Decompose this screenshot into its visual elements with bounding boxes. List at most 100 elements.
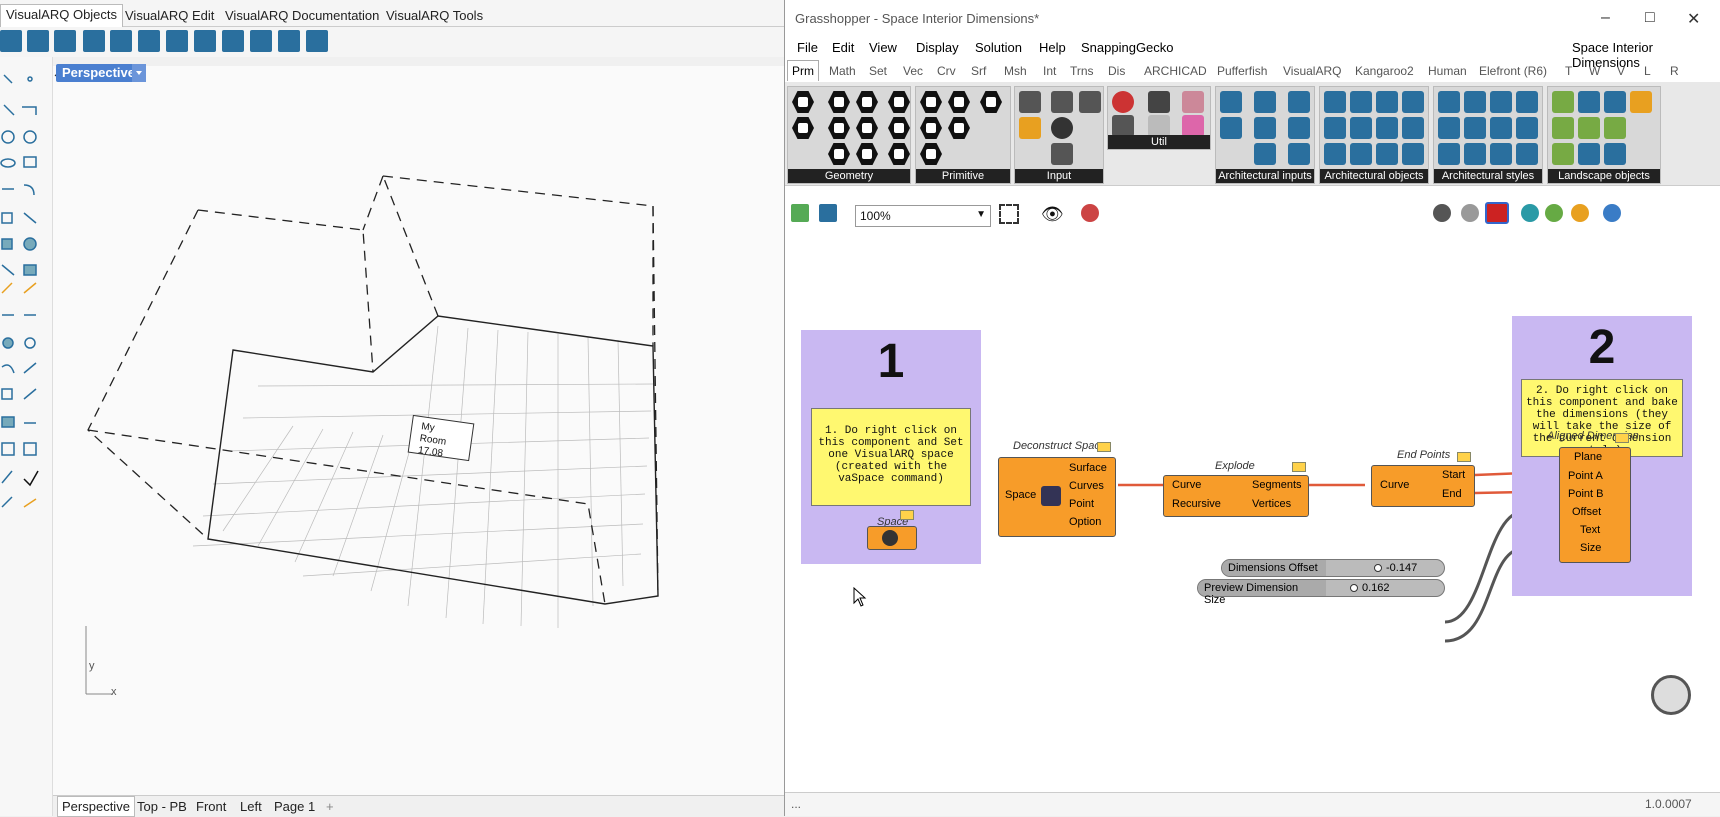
curve-param-icon[interactable]: [856, 91, 878, 113]
text-param-icon[interactable]: [948, 117, 970, 139]
tab-vec[interactable]: Vec: [903, 64, 924, 78]
landscape-i-icon[interactable]: [1578, 143, 1600, 165]
tab-crv[interactable]: Crv: [937, 64, 956, 78]
cherry-icon[interactable]: [1112, 91, 1134, 113]
room-tag[interactable]: My Room 17.08: [407, 414, 475, 462]
curtain-wall-icon[interactable]: [27, 30, 49, 52]
explode-component[interactable]: Curve Recursive Segments Vertices: [1163, 475, 1309, 517]
aligned-dimension-component[interactable]: Plane Point A Point B Offset Text Size: [1559, 447, 1631, 563]
tab-w[interactable]: W: [1589, 64, 1601, 78]
shaded-icon[interactable]: [1521, 204, 1539, 222]
furniture-icon[interactable]: [278, 30, 300, 52]
preview-mode-icon[interactable]: [1433, 204, 1451, 222]
tab-page-1[interactable]: Page 1: [274, 799, 316, 814]
space-param[interactable]: [867, 526, 917, 550]
menu-solution[interactable]: Solution: [975, 40, 1022, 55]
landscape-e-icon[interactable]: [1552, 117, 1574, 139]
tab-visualarq-tools[interactable]: VisualARQ Tools: [386, 8, 484, 23]
landscape-h-icon[interactable]: [1552, 143, 1574, 165]
colour-icon[interactable]: [1182, 91, 1204, 113]
rhino-perspective-viewport[interactable]: My Room 17.08 y x: [53, 66, 785, 796]
space-icon[interactable]: [250, 30, 272, 52]
slider-preview-dimension-size-grip[interactable]: [1350, 584, 1358, 592]
arch-input-b-icon[interactable]: [1254, 91, 1276, 113]
tab-visualarq-edit[interactable]: VisualARQ Edit: [125, 8, 215, 23]
flask-icon[interactable]: [1182, 115, 1204, 137]
instruction-note-1[interactable]: 1. Do right click on this component and …: [811, 408, 971, 506]
arch-style-f-icon[interactable]: [1464, 117, 1486, 139]
integer-param-icon[interactable]: [980, 91, 1002, 113]
arch-style-a-icon[interactable]: [1438, 91, 1460, 113]
arch-obj-f-icon[interactable]: [1350, 117, 1372, 139]
close-icon[interactable]: ✕: [1687, 11, 1701, 28]
arch-obj-k-icon[interactable]: [1376, 143, 1398, 165]
column-icon[interactable]: [110, 30, 132, 52]
arch-style-d-icon[interactable]: [1516, 91, 1538, 113]
arch-style-e-icon[interactable]: [1438, 117, 1460, 139]
arch-style-l-icon[interactable]: [1516, 143, 1538, 165]
menu-view[interactable]: View: [869, 40, 897, 55]
tab-perspective[interactable]: Perspective: [57, 796, 135, 817]
button-input-icon[interactable]: [1051, 117, 1073, 139]
tab-left[interactable]: Left: [240, 799, 262, 814]
arch-input-c-icon[interactable]: [1288, 91, 1310, 113]
tab-int[interactable]: Int: [1043, 64, 1057, 78]
landscape-f-icon[interactable]: [1578, 117, 1600, 139]
field-param-icon[interactable]: [888, 143, 910, 165]
arch-obj-g-icon[interactable]: [1376, 117, 1398, 139]
arch-style-h-icon[interactable]: [1516, 117, 1538, 139]
beam-icon[interactable]: [83, 30, 105, 52]
circle-param-icon[interactable]: [828, 91, 850, 113]
mesh-settings-icon[interactable]: [1545, 204, 1563, 222]
geometry-param-icon[interactable]: [792, 91, 814, 113]
tab-top-pb[interactable]: Top - PB: [137, 799, 187, 814]
tab-srf[interactable]: Srf: [971, 64, 987, 78]
arch-input-e-icon[interactable]: [1254, 117, 1276, 139]
selected-preview-icon[interactable]: [1485, 202, 1509, 224]
tab-math[interactable]: Math: [829, 64, 856, 78]
add-tab-button[interactable]: +: [326, 799, 334, 814]
menu-display[interactable]: Display: [916, 40, 959, 55]
element-icon[interactable]: [306, 30, 328, 52]
list-input-icon[interactable]: [1079, 91, 1101, 113]
arch-obj-d-icon[interactable]: [1402, 91, 1424, 113]
tab-archicad[interactable]: ARCHICAD: [1144, 64, 1207, 78]
arch-input-g-icon[interactable]: [1254, 143, 1276, 165]
sketch-icon[interactable]: [1081, 204, 1099, 222]
decimal-param-icon[interactable]: [920, 143, 942, 165]
window-icon[interactable]: [138, 30, 160, 52]
material-icon[interactable]: [1571, 204, 1589, 222]
boolean-param-icon[interactable]: [920, 91, 942, 113]
tab-visualarq-documentation[interactable]: VisualARQ Documentation: [225, 8, 380, 23]
viewport-title[interactable]: Perspective: [56, 64, 141, 82]
tab-front[interactable]: Front: [196, 799, 227, 814]
menu-edit[interactable]: Edit: [832, 40, 855, 55]
arch-obj-i-icon[interactable]: [1324, 143, 1346, 165]
viewport-menu-button[interactable]: [132, 64, 146, 82]
landscape-j-icon[interactable]: [1604, 143, 1626, 165]
arch-input-a-icon[interactable]: [1220, 91, 1242, 113]
slab-icon[interactable]: [54, 30, 76, 52]
tab-msh[interactable]: Msh: [1004, 64, 1027, 78]
arch-style-g-icon[interactable]: [1490, 117, 1512, 139]
tab-t[interactable]: T: [1565, 64, 1573, 78]
point-param-icon[interactable]: [856, 143, 878, 165]
zoom-select[interactable]: 100% ▼: [855, 205, 991, 227]
gh-canvas[interactable]: 1 1. Do right click on this component an…: [785, 235, 1720, 792]
landscape-a-icon[interactable]: [1552, 91, 1574, 113]
import-icon[interactable]: [1019, 91, 1041, 113]
brep-param-icon[interactable]: [888, 117, 910, 139]
tab-dis[interactable]: Dis: [1108, 64, 1126, 78]
menu-file[interactable]: File: [797, 40, 818, 55]
slider-input-icon[interactable]: [1019, 117, 1041, 139]
tab-r[interactable]: R: [1670, 64, 1679, 78]
tab-visualarq-objects[interactable]: VisualARQ Objects: [0, 4, 124, 27]
tab-pufferfish[interactable]: Pufferfish: [1217, 64, 1268, 78]
slider-dimensions-offset-grip[interactable]: [1374, 564, 1382, 572]
arch-input-f-icon[interactable]: [1288, 117, 1310, 139]
tab-trns[interactable]: Trns: [1070, 64, 1094, 78]
arrow-icon[interactable]: [1148, 91, 1170, 113]
box-param-icon[interactable]: [888, 91, 910, 113]
end-points-component[interactable]: Curve Start End: [1371, 465, 1475, 507]
number-param-icon[interactable]: [920, 117, 942, 139]
